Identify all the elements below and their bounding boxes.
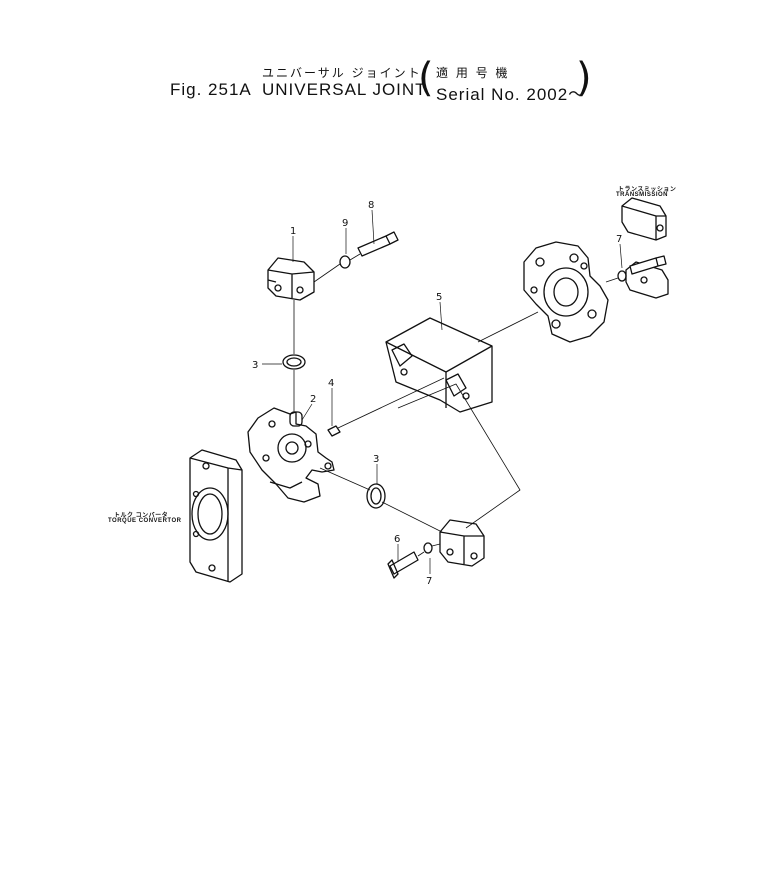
- jp-serial-label: 適 用 号 機: [436, 66, 510, 80]
- jp-title: ユニバーサル ジョイント: [262, 66, 422, 80]
- serial-range: Serial No. 2002～: [436, 85, 587, 104]
- lock-washer-part-7-lower: [423, 542, 433, 554]
- callout-numbers: 1 9 8 7 5 3 2 4 3 6 7: [252, 200, 622, 587]
- callout-2: 2: [310, 394, 316, 405]
- lock-washer-part-9: [339, 255, 351, 269]
- callout-8: 8: [368, 200, 374, 211]
- bearing-cap-lower: [439, 519, 485, 567]
- spider-journal-part-2: [247, 407, 335, 503]
- bolt-part-6: [387, 551, 419, 579]
- callout-3-lower: 3: [373, 454, 379, 465]
- transmission-cap: [621, 197, 669, 299]
- transmission-label: TRANSMISSION: [616, 192, 669, 198]
- open-paren: (: [418, 55, 434, 101]
- bolt-upper-right: [629, 255, 667, 275]
- figure-number: Fig. 251A: [170, 80, 252, 99]
- callout-9: 9: [342, 218, 348, 229]
- yoke-housing-part-5: [385, 317, 493, 413]
- torque-converter-flange: [189, 449, 243, 583]
- callout-leaders: [262, 209, 623, 574]
- seal-ring-part-3-upper: [282, 354, 306, 370]
- callout-3-upper: 3: [252, 360, 258, 371]
- grease-nipple-part-4: [327, 425, 341, 437]
- lock-washer-part-7-upper: [617, 270, 627, 282]
- torque-converter-jp-label: トルク コンバータ: [114, 513, 169, 519]
- bolt-part-8: [357, 231, 399, 257]
- transmission-jp-label: トランスミッション: [618, 187, 677, 193]
- callout-5: 5: [436, 292, 442, 303]
- callout-1: 1: [290, 226, 296, 237]
- close-paren: ): [576, 55, 592, 101]
- callout-4: 4: [328, 378, 334, 389]
- page-title: UNIVERSAL JOINT: [262, 80, 427, 99]
- callout-7-upper: 7: [616, 234, 622, 245]
- callout-7-lower: 7: [426, 576, 432, 587]
- callout-6: 6: [394, 534, 400, 545]
- seal-ring-part-3-lower: [366, 483, 386, 509]
- assembly-lines: [293, 253, 619, 557]
- torque-converter-label: TORQUE CONVERTOR: [108, 518, 182, 524]
- bearing-cap-part-1: [267, 257, 315, 301]
- coupling-flange: [523, 241, 609, 343]
